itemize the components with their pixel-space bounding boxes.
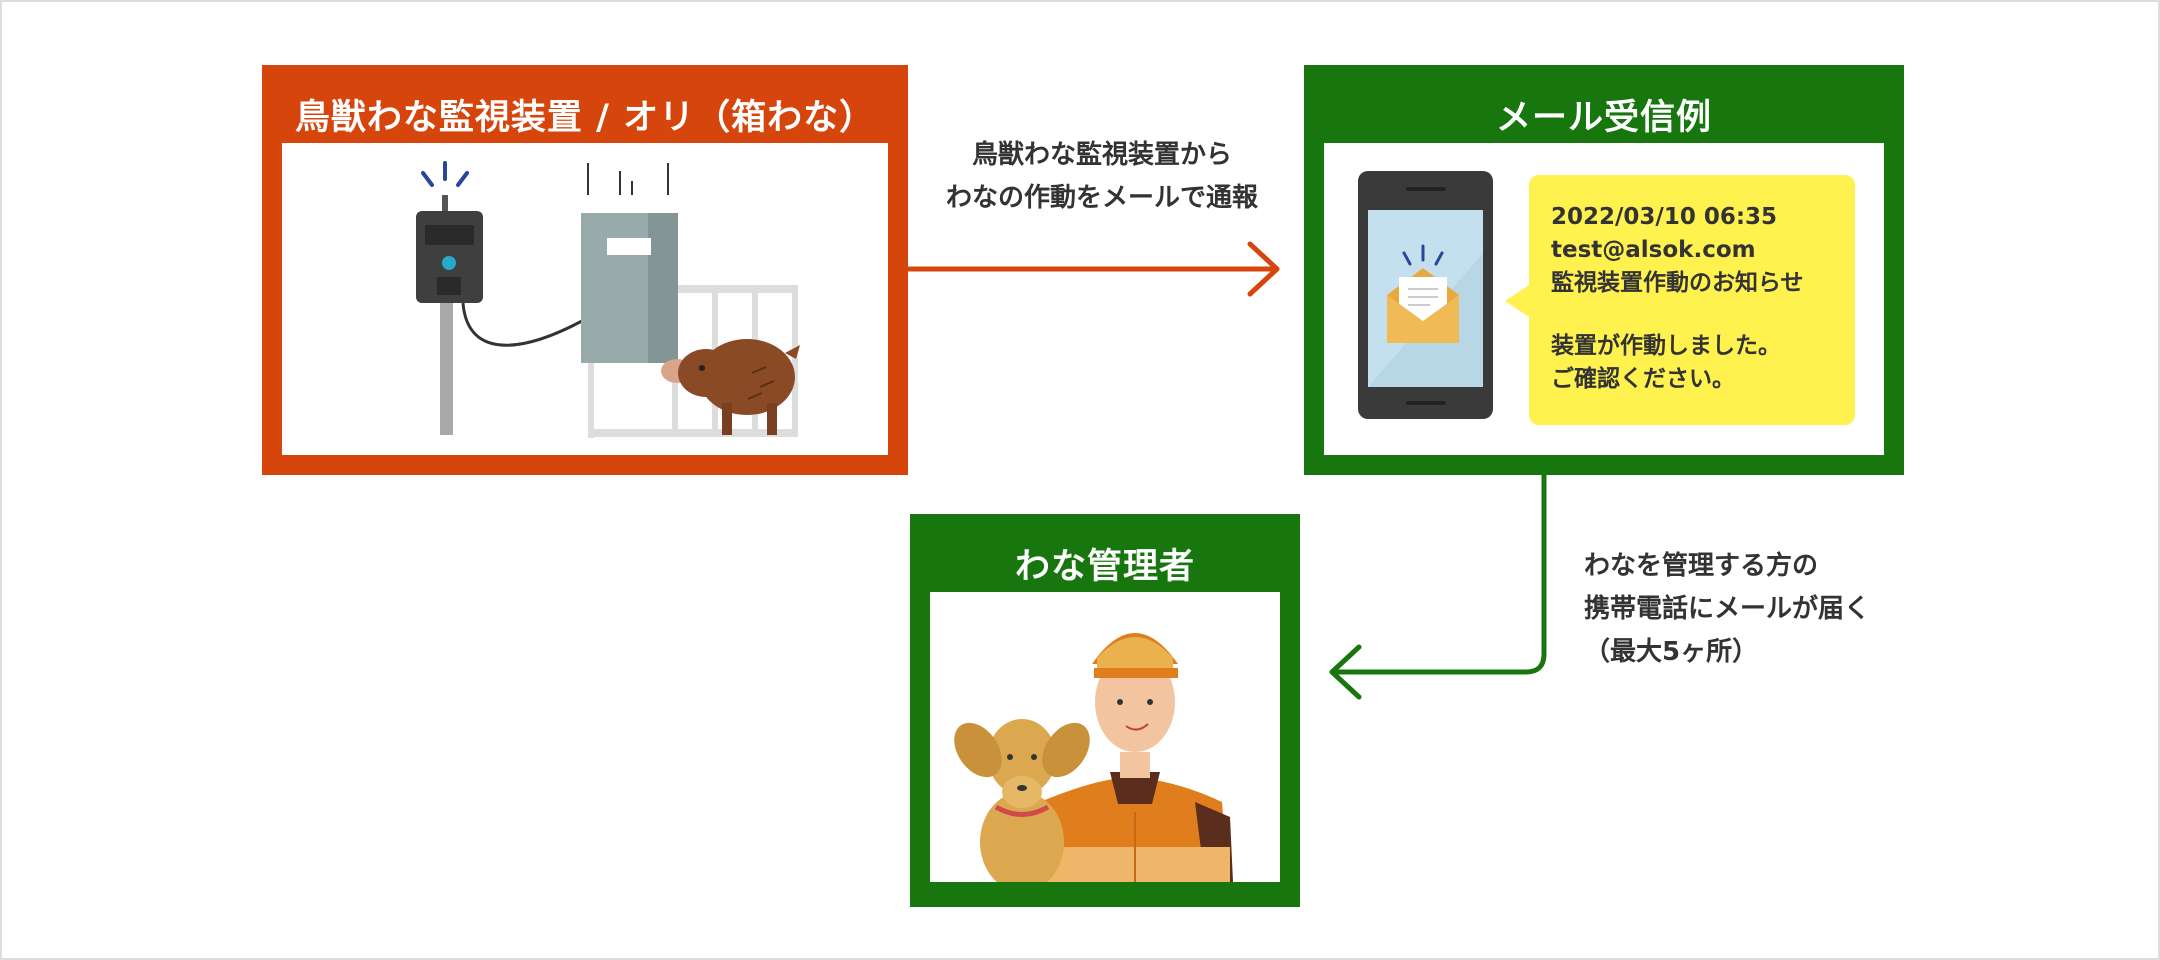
notify-arrow <box>905 241 1280 297</box>
device-box-title: 鳥獣わな監視装置 / オリ（箱わな） <box>294 97 876 138</box>
admin-scene <box>954 633 1233 882</box>
notify-label-line-2: わなの作動をメールで通報 <box>945 183 1258 213</box>
mail-body-line-2: ご確認ください。 <box>1551 366 1735 392</box>
admin-box-title: わな管理者 <box>1014 546 1195 587</box>
signal-icon <box>421 161 469 187</box>
admin-label-line-2: 携帯電話にメールが届く <box>1584 594 1871 624</box>
device-illustration <box>282 143 888 455</box>
admin-box: わな管理者 <box>910 514 1300 907</box>
mail-message-bubble: 2022/03/10 06:35 test@alsok.com 監視装置作動のお… <box>1505 175 1855 425</box>
mail-subject: 監視装置作動のお知らせ <box>1551 270 1804 296</box>
mail-from: test@alsok.com <box>1551 237 1756 263</box>
device-scene <box>416 161 800 438</box>
dog-icon <box>954 719 1090 882</box>
admin-arrow <box>1329 472 1547 700</box>
notify-label: 鳥獣わな監視装置から わなの作動をメールで通報 <box>904 134 1300 220</box>
mail-datetime: 2022/03/10 06:35 <box>1551 204 1778 230</box>
boar-icon <box>661 339 800 435</box>
phone-scene <box>1358 171 1493 419</box>
notify-label-line-1: 鳥獣わな監視装置から <box>971 140 1232 170</box>
mail-box-title: メール受信例 <box>1495 97 1712 138</box>
admin-delivery-label: わなを管理する方の 携帯電話にメールが届く （最大5ヶ所） <box>1584 545 1870 674</box>
device-box: 鳥獣わな監視装置 / オリ（箱わな） <box>262 65 908 475</box>
mail-body-line-1: 装置が作動しました。 <box>1551 333 1781 359</box>
admin-illustration <box>930 592 1280 882</box>
person-icon <box>1040 633 1233 882</box>
admin-label-line-3: （最大5ヶ所） <box>1584 637 1759 667</box>
monitor-device-icon <box>416 195 583 435</box>
admin-label-line-1: わなを管理する方の <box>1584 551 1819 581</box>
envelope-icon <box>1387 244 1459 343</box>
